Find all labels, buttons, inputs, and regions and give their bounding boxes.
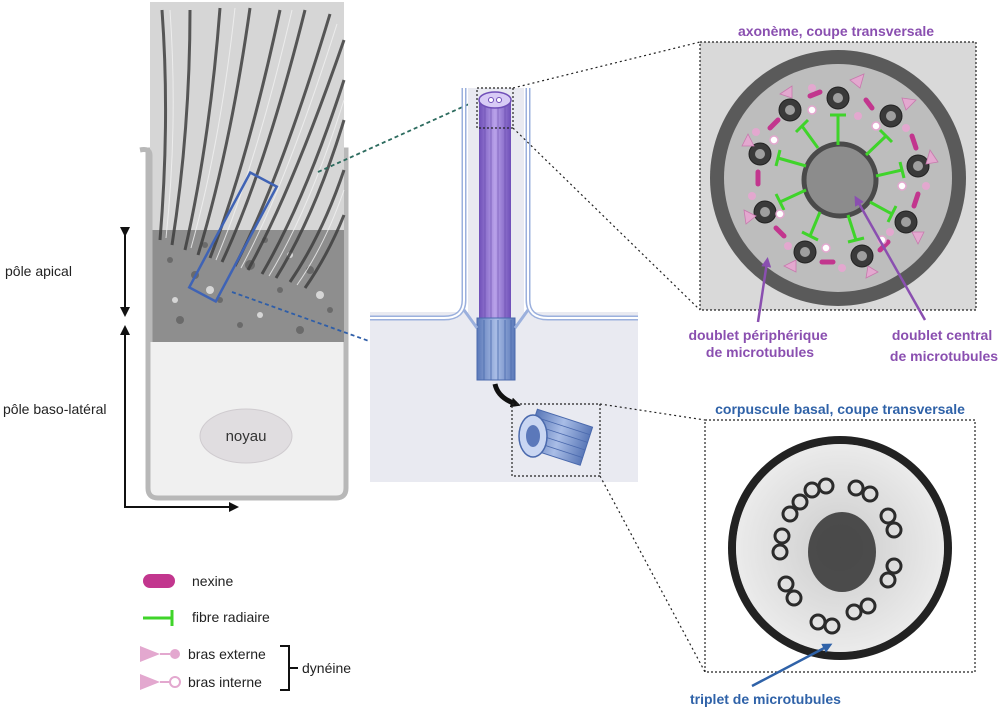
central-doublet-arrow [854, 195, 927, 321]
central-doublet-label-line2: de microtubules [890, 348, 998, 364]
zoom-lines [512, 41, 706, 673]
axoneme-section [699, 41, 977, 311]
inner-arm-swatch [140, 674, 181, 690]
apical-pole-label: pôle apical [5, 263, 72, 279]
dynein-bracket [280, 645, 298, 691]
connector-line [317, 99, 479, 173]
basolateral-pole-label: pôle baso-latéral [3, 401, 107, 417]
nucleus-label: noyau [226, 428, 267, 445]
central-doublet-label-line1: doublet central [892, 327, 992, 343]
legend-dynein-label: dynéine [302, 660, 351, 676]
legend-radial-fiber-label: fibre radiaire [192, 609, 270, 625]
cilium-schematic [370, 87, 638, 482]
peripheral-doublet-label: doublet périphérique de microtubules [688, 327, 831, 360]
peripheral-doublet-arrow [756, 257, 772, 323]
nexine-swatch [143, 574, 175, 588]
basal-body-cylinder [476, 317, 516, 381]
connector-line [231, 291, 476, 380]
peripheral-doublet-label-line2: de microtubules [706, 344, 814, 360]
radial-fiber-swatch [143, 610, 174, 626]
central-doublet-label: doublet central de microtubules [890, 327, 998, 364]
cilium-highlight-box [187, 170, 279, 304]
axoneme-bundle [479, 98, 511, 323]
axoneme-title: axonème, coupe transversale [738, 23, 934, 39]
basal-body-title: corpuscule basal, coupe transversale [715, 401, 965, 417]
polarity-axes [120, 227, 239, 512]
outer-arm-swatch [140, 646, 180, 662]
legend: nexine fibre radiaire bras externe bras … [140, 573, 351, 691]
peripheral-doublet-label-line1: doublet périphérique [688, 327, 827, 343]
legend-outer-arm-label: bras externe [188, 646, 266, 662]
nucleus [199, 408, 293, 464]
legend-nexine-label: nexine [192, 573, 233, 589]
legend-inner-arm-label: bras interne [188, 674, 262, 690]
triplet-arrow [751, 643, 833, 688]
em-micrograph [150, 2, 346, 342]
ciliated-cell: noyau [139, 2, 349, 501]
triplet-label: triplet de microtubules [690, 691, 841, 707]
basal-body-section [704, 419, 976, 673]
